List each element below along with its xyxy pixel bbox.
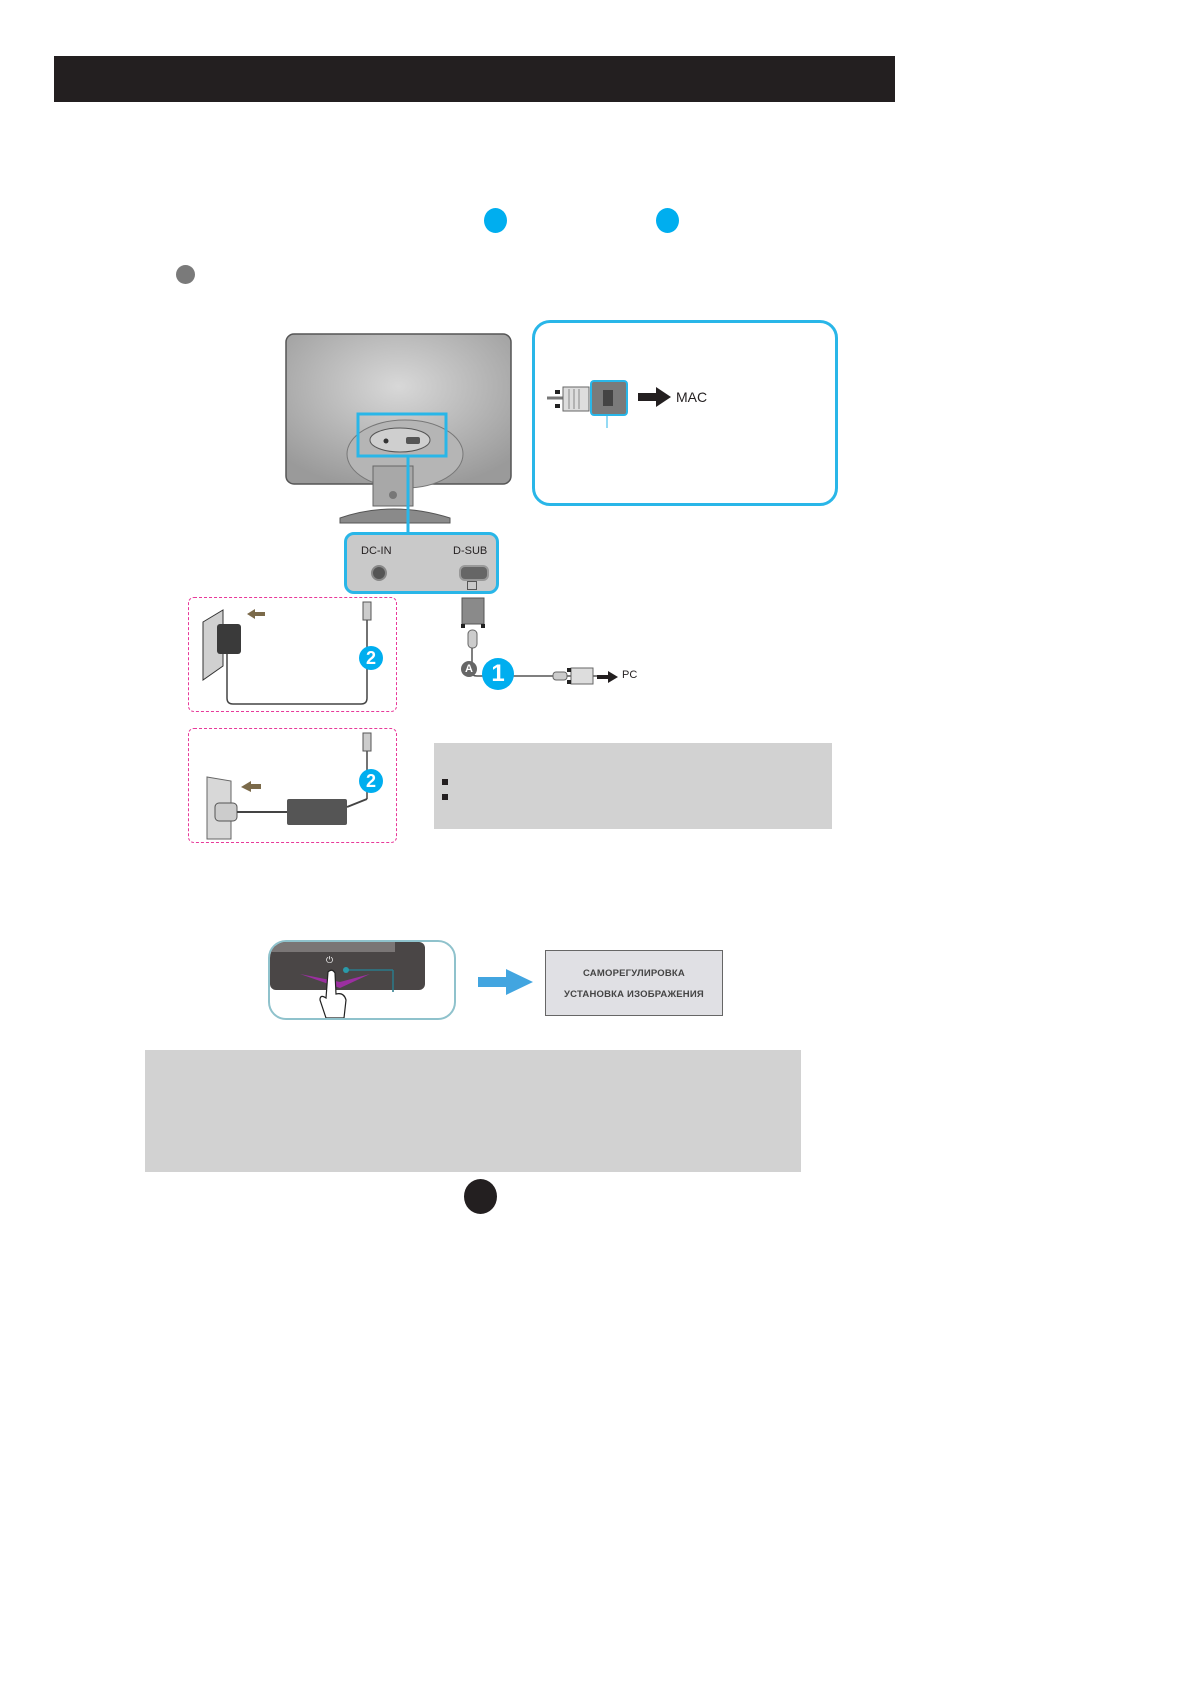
stand-neck: [372, 465, 414, 507]
finger-icon: [319, 969, 347, 1018]
step-1-badge: 1: [482, 658, 514, 690]
port-panel-callout: DC-IN D-SUB: [344, 532, 499, 594]
dc-in-port-icon: [371, 565, 387, 581]
arrow-right-icon: [638, 387, 671, 407]
d-sub-port-icon: [459, 565, 489, 581]
note-box-small: [434, 743, 832, 829]
monitor-rear-illustration: [285, 333, 512, 535]
insert-arrow-icon-2: [241, 781, 261, 792]
dc-in-label: DC-IN: [361, 545, 392, 557]
step-2-badge-brick: 2: [359, 769, 383, 793]
osd-line-image-setup: УСТАНОВКА ИЗОБРАЖЕНИЯ: [564, 989, 704, 1000]
port-highlight-box: [356, 412, 448, 458]
mac-adapter-icon: [547, 380, 628, 428]
stand-base: [339, 508, 451, 524]
cable-a-badge: A: [461, 661, 477, 677]
bullet-marker-1: [442, 779, 448, 785]
rear-dc-port: [383, 438, 389, 444]
mac-label: MAC: [676, 389, 708, 405]
stand-hole: [389, 491, 397, 499]
osd-line-auto-adjust: САМОРЕГУЛИРОВКА: [582, 968, 685, 979]
blue-step-marker-1: [484, 208, 507, 233]
note-box-large: [145, 1050, 801, 1172]
d-sub-label: D-SUB: [453, 545, 488, 557]
step-2-badge-wall: 2: [359, 646, 383, 670]
section-header-bar: [54, 56, 895, 102]
mac-adapter-callout: MAC: [532, 320, 838, 506]
rear-port-recess: [369, 427, 431, 453]
gray-note-marker: [176, 265, 195, 284]
blue-step-marker-2: [656, 208, 679, 233]
power-adapter-wall-box: 2: [188, 597, 397, 712]
power-icon: ⏻: [326, 955, 334, 965]
brick-adapter-illustration: [206, 732, 372, 840]
arrow-right-pc-icon: [597, 671, 618, 683]
arrow-right-osd-icon: [478, 969, 533, 995]
insert-arrow-icon: [247, 609, 265, 619]
osd-auto-adjust-message: САМОРЕГУЛИРОВКА УСТАНОВКА ИЗОБРАЖЕНИЯ: [545, 950, 723, 1016]
pc-label: PC: [622, 669, 638, 681]
black-page-marker: [464, 1179, 497, 1214]
bullet-marker-2: [442, 794, 448, 800]
power-adapter-brick-box: 2: [188, 728, 397, 843]
power-led: [343, 967, 349, 973]
wall-adapter-illustration: [202, 601, 372, 705]
power-button-illustration: ⏻: [268, 940, 456, 1020]
monitor-symbol-icon: [467, 581, 477, 590]
rear-dsub-port: [406, 437, 420, 444]
